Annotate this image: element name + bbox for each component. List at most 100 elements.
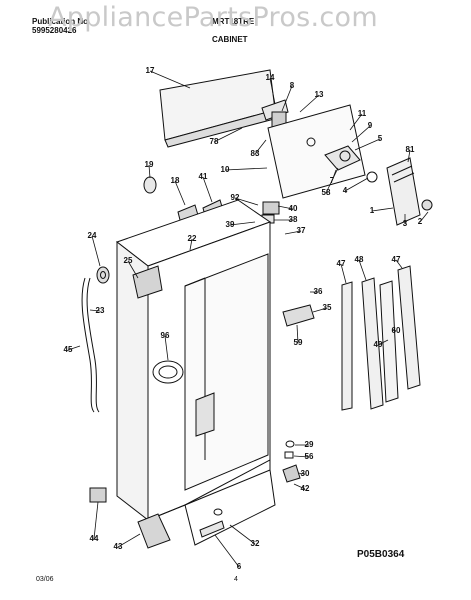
callout-78: 78 [210, 137, 219, 146]
leader-line-2 [419, 211, 429, 223]
hinge-bracket-part-14 [261, 99, 289, 121]
callout-23: 23 [96, 306, 105, 315]
callout-47: 47 [392, 255, 401, 264]
callout-56: 56 [305, 452, 314, 461]
callout-41: 41 [199, 172, 208, 181]
leader-line-8 [281, 85, 293, 112]
watermark: AppliancePartsPros.com [48, 2, 378, 33]
leader-line-32 [229, 524, 256, 545]
drain-tube-part-23 [81, 277, 100, 413]
callout-92: 92 [231, 193, 240, 202]
clip-part-29 [285, 440, 295, 448]
leader-line-47 [395, 259, 403, 269]
model-number: MRT18TRE [212, 17, 255, 26]
callout-18: 18 [171, 176, 180, 185]
leader-line-9 [351, 125, 371, 143]
callout-38: 38 [289, 215, 298, 224]
callout-11: 11 [358, 109, 367, 118]
leader-line-24 [91, 235, 101, 267]
trim-strip-part-47-right [397, 265, 421, 390]
callout-19: 19 [145, 160, 154, 169]
leader-line-49 [377, 339, 389, 346]
leader-line-14 [269, 77, 276, 105]
callout-81: 81 [406, 145, 415, 154]
leader-line-5 [354, 138, 381, 151]
callout-5: 5 [378, 134, 383, 143]
top-cover-part-17 [159, 69, 279, 148]
knob-part-2 [421, 199, 433, 211]
callout-10: 10 [221, 165, 230, 174]
grommet-part-24 [96, 266, 110, 284]
callout-30: 30 [301, 469, 310, 478]
callout-17: 17 [146, 66, 155, 75]
callout-42: 42 [301, 484, 310, 493]
callout-14: 14 [266, 73, 275, 82]
rear-panel-part-10 [267, 104, 366, 199]
leader-line-58 [325, 167, 339, 194]
kick-plate-part-6 [199, 520, 225, 538]
leader-line-25 [127, 260, 139, 279]
leader-line-10 [224, 167, 268, 171]
callout-9: 9 [368, 121, 373, 130]
callout-96: 96 [161, 331, 170, 340]
leader-line-45 [67, 345, 81, 351]
leader-line-60 [391, 329, 397, 332]
cabinet-shell [115, 199, 276, 546]
leader-line-96 [164, 335, 169, 361]
callout-13: 13 [315, 90, 324, 99]
damper-assembly-part-5 [324, 145, 361, 171]
leveler-part-43 [137, 513, 171, 549]
callout-6: 6 [237, 562, 242, 571]
leader-line-1 [371, 207, 394, 212]
leader-line-81 [407, 149, 411, 163]
leader-line-35 [312, 307, 328, 313]
leader-line-47 [340, 263, 347, 284]
publication-label: Publication No. [32, 17, 91, 26]
footer-date: 03/06 [36, 576, 54, 583]
leader-line-42 [293, 483, 306, 490]
leader-line-23 [89, 309, 101, 312]
callout-43: 43 [114, 542, 123, 551]
diagram-code: P05B0364 [357, 549, 405, 560]
cap-part-19 [143, 176, 157, 194]
callout-29: 29 [305, 440, 314, 449]
callout-37: 37 [297, 226, 306, 235]
publication-number: 5995280426 [32, 26, 77, 35]
leader-line-56 [293, 455, 310, 458]
callout-3: 3 [403, 219, 408, 228]
latch-part-30 [282, 464, 301, 483]
leader-line-59 [296, 324, 299, 344]
section-title: CABINET [212, 35, 248, 44]
callout-47: 47 [337, 259, 346, 268]
callout-32: 32 [251, 539, 260, 548]
callout-labels: 1714813119581788310758413219184192403839… [64, 66, 429, 571]
leader-line-92 [234, 197, 259, 206]
leader-line-4 [344, 177, 369, 192]
trim-strip-part-47-left [341, 281, 353, 411]
leader-line-41 [202, 176, 213, 203]
leader-line-22 [189, 238, 193, 251]
clip-part-56 [284, 451, 294, 459]
callout-40: 40 [289, 204, 298, 213]
callout-36: 36 [314, 287, 323, 296]
leader-line-78 [213, 127, 243, 143]
leader-line-6 [214, 534, 240, 568]
leader-line-13 [299, 94, 320, 113]
callout-24: 24 [88, 231, 97, 240]
trim-strip-part-49 [379, 280, 399, 403]
leader-line-30 [297, 472, 306, 475]
shelf-bracket-part-35 [282, 304, 315, 327]
leader-line-19 [148, 164, 151, 179]
leader-line-11 [349, 113, 363, 131]
trim-strip-part-48 [361, 277, 384, 410]
callout-83: 83 [251, 149, 260, 158]
callout-45: 45 [64, 345, 73, 354]
leader-line-48 [358, 259, 367, 281]
callout-59: 59 [294, 338, 303, 347]
damper-part-4 [366, 171, 378, 183]
callout-35: 35 [323, 303, 332, 312]
leader-line-40 [277, 205, 294, 210]
leader-line-43 [117, 533, 141, 548]
leader-line-18 [174, 180, 186, 206]
